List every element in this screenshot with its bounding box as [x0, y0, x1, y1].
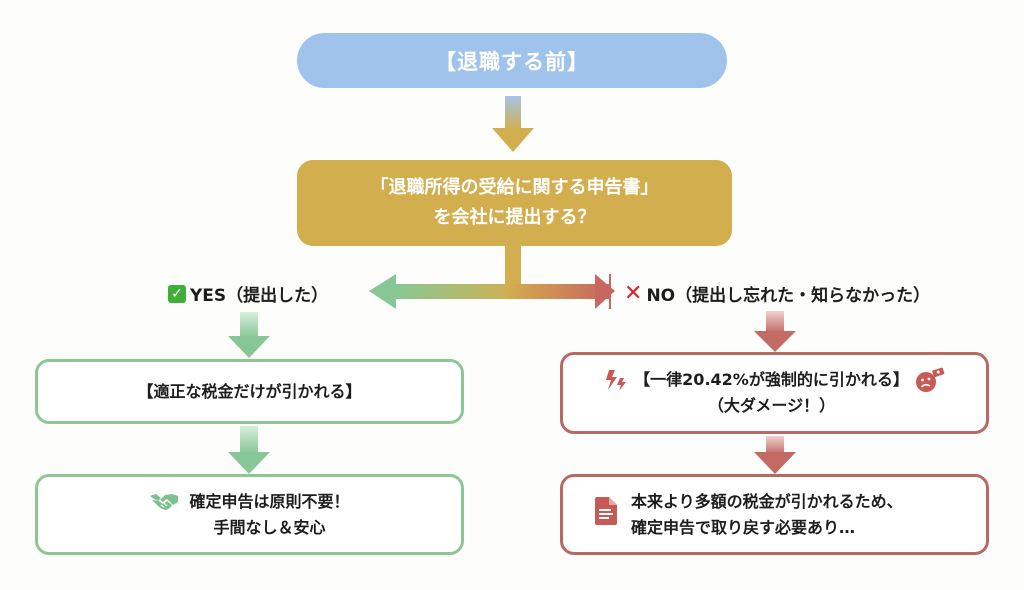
yes-label-text: YES（提出した）: [190, 286, 329, 306]
no-step-1-line-1: 【一律20.42%が強制的に引かれる】: [634, 370, 909, 389]
no-step-2-line-1: 本来より多額の税金が引かれるため、: [631, 491, 903, 511]
lightning-icon: [604, 370, 628, 400]
yes-step-1: 【適正な税金だけが引かれる】: [35, 359, 464, 424]
arrow-no-down-2: [754, 436, 796, 474]
document-icon: [595, 496, 617, 533]
arrow-to-yes: [369, 274, 521, 309]
branch-stem: [505, 244, 521, 296]
question-line-2: を会社に提出する？: [433, 207, 596, 228]
handshake-icon: [149, 492, 179, 520]
arrow-no-down-1: [754, 311, 796, 352]
yes-step-1-text: 【適正な税金だけが引かれる】: [137, 381, 362, 401]
sad-face-money-icon: [915, 367, 945, 401]
start-label: 【退職する前】: [435, 49, 589, 74]
no-step-2-line-2: 確定申告で取り戻す必要あり…: [631, 517, 856, 537]
arrow-to-no: [505, 274, 615, 309]
no-step-1: 【一律20.42%が強制的に引かれる】 （大ダメージ！）: [560, 352, 989, 434]
no-step-2: 本来より多額の税金が引かれるため、 確定申告で取り戻す必要あり…: [560, 474, 989, 555]
no-label-text: NO（提出し忘れた・知らなかった）: [646, 286, 931, 306]
yes-branch-label: ✓ YES（提出した）: [168, 281, 328, 306]
yes-step-2-line-1: 確定申告は原則不要！: [189, 491, 350, 511]
yes-step-2-line-2: 手間なし＆安心: [213, 517, 326, 537]
yes-step-2: 確定申告は原則不要！ 手間なし＆安心: [35, 474, 464, 555]
no-step-1-line-2: （大ダメージ！）: [707, 396, 836, 415]
cross-icon: ✕: [624, 280, 643, 306]
arrow-yes-down-2: [228, 426, 270, 474]
question-node: 「退職所得の受給に関する申告書」 を会社に提出する？: [297, 160, 732, 246]
arrow-start-to-question: [492, 96, 534, 152]
arrow-yes-down-1: [228, 312, 270, 358]
start-node: 【退職する前】: [297, 33, 727, 88]
question-line-1: 「退職所得の受給に関する申告書」: [370, 177, 659, 198]
no-branch-label: ✕ NO（提出し忘れた・知らなかった）: [624, 281, 930, 306]
check-icon: ✓: [168, 284, 186, 303]
